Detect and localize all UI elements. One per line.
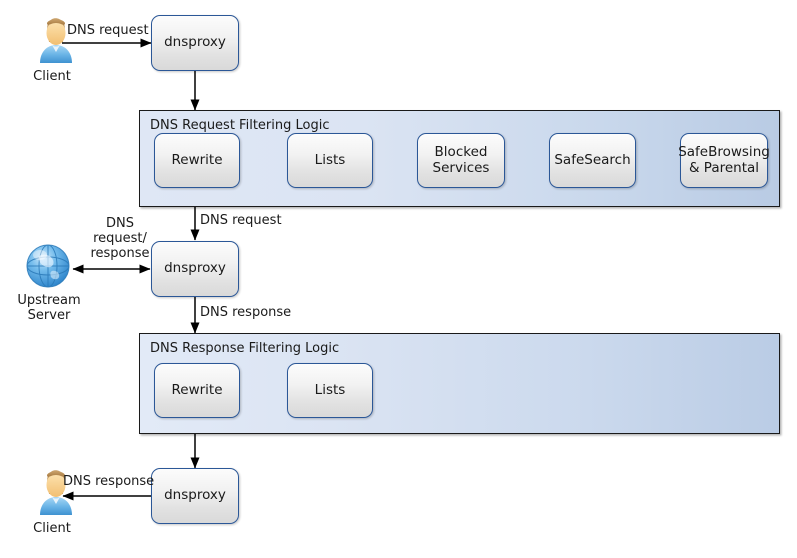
node-label: Rewrite	[171, 381, 223, 398]
node-dnsproxy-middle[interactable]: dnsproxy	[151, 241, 239, 297]
node-label: Lists	[314, 151, 346, 168]
node-label: Lists	[314, 381, 346, 398]
node-label: dnsproxy	[164, 34, 226, 51]
edge-label-client-to-proxy: DNS request	[67, 23, 149, 38]
group-title-response: DNS Response Filtering Logic	[150, 341, 340, 356]
node-request-lists[interactable]: Lists	[287, 133, 373, 188]
node-label: SafeBrowsing & Parental	[678, 144, 770, 176]
dns-request-filtering-group: DNS Request Filtering Logic	[139, 110, 780, 207]
person-icon	[40, 470, 72, 515]
edge-label-proxy-to-client: DNS response	[63, 474, 155, 489]
node-label: SafeSearch	[554, 151, 631, 168]
node-response-lists[interactable]: Lists	[287, 363, 373, 418]
group-title-request: DNS Request Filtering Logic	[150, 118, 330, 133]
node-label: dnsproxy	[164, 487, 226, 504]
edge-label-proxy-to-request-filter: DNS request	[200, 213, 282, 228]
actor-label-client-top: Client	[33, 69, 71, 84]
node-dnsproxy-top[interactable]: dnsproxy	[151, 15, 239, 71]
dns-response-filtering-group: DNS Response Filtering Logic	[139, 333, 780, 434]
node-request-rewrite[interactable]: Rewrite	[154, 133, 240, 188]
node-request-safesearch[interactable]: SafeSearch	[549, 133, 636, 188]
node-label: Blocked Services	[432, 144, 490, 176]
node-response-rewrite[interactable]: Rewrite	[154, 363, 240, 418]
person-icon	[40, 18, 72, 63]
node-request-blocked-services[interactable]: Blocked Services	[417, 133, 505, 188]
node-label: dnsproxy	[164, 260, 226, 277]
globe-icon	[26, 244, 70, 288]
node-label: Rewrite	[171, 151, 223, 168]
node-request-safebrowsing-parental[interactable]: SafeBrowsing & Parental	[678, 133, 770, 188]
actor-label-client-bottom: Client	[33, 521, 71, 536]
edge-label-upstream-exchange: DNS request/ response	[90, 216, 150, 261]
node-dnsproxy-bottom[interactable]: dnsproxy	[151, 468, 239, 524]
actor-label-upstream-server: Upstream Server	[17, 293, 81, 323]
edge-label-proxy-to-response-filter: DNS response	[200, 305, 292, 320]
